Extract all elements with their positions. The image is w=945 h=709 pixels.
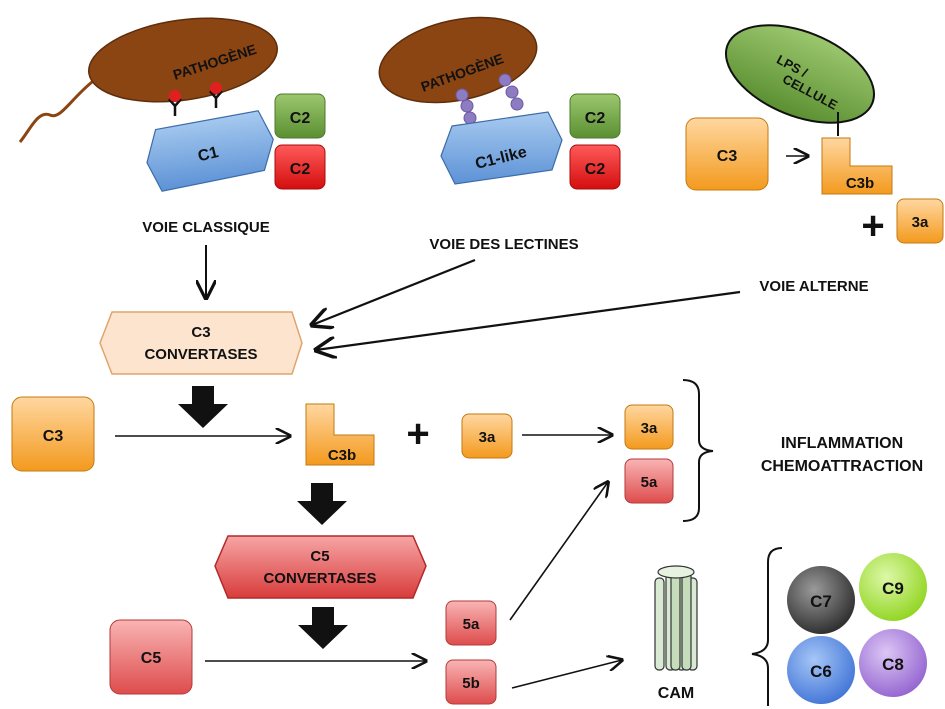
c3b-top-shape [821,137,893,195]
c2-red-label: C2 [290,161,311,178]
c5a-output-box [624,458,674,504]
c2-red-box [569,144,621,190]
c3a-top-box [896,198,944,244]
lectin-pathway-label: VOIE DES LECTINES [429,236,578,253]
big-down-arrow [178,386,228,428]
classical-pathway-group: PATHOGÈNE C1 C2 C2 [18,17,326,192]
c2-green-label: C2 [290,110,311,127]
c5-box [109,619,193,695]
lectin-to-convertase-arrow [312,258,476,325]
plus-sign: + [406,412,429,456]
c2-red-box [274,144,326,190]
lps-cell-shape [724,24,876,124]
big-down-arrow [297,483,347,525]
c3-convertase-label-line1: C3 [191,324,210,341]
c3a-output-label: 3a [641,420,658,437]
c1-label: C1 [196,144,220,165]
c1-shape [146,110,274,192]
c5b-box [445,659,497,705]
mac-label: CAM [658,685,694,702]
c9-label: C9 [882,579,904,598]
c8-ball [859,629,927,697]
classical-pathway-label: VOIE CLASSIQUE [142,219,270,236]
alternative-pathway-label: VOIE ALTERNE [759,278,868,295]
plus-top-sign: + [861,204,884,248]
c5-convertase-label-line1: C5 [310,548,329,565]
c2-green-box [569,93,621,139]
c9-ball [859,553,927,621]
c5-convertase-label-line2: CONVERTASES [263,570,376,587]
c3a-output-box [624,404,674,450]
c5a-label: 5a [463,616,480,633]
c5b-label: 5b [462,675,480,692]
c2-green-label: C2 [585,110,606,127]
antibody-icon [168,90,223,116]
c3-convertase-shape [99,311,303,375]
c3-label: C3 [43,428,64,445]
antigen-dot [169,90,181,102]
c7-ball [787,566,855,634]
c3a-label: 3a [479,429,496,446]
c3a-top-label: 3a [912,214,929,231]
c3b-label: C3b [328,447,356,464]
c3-convertase-label-line2: CONVERTASES [144,346,257,363]
lectin-pathway-group: PATHOGÈNE C1-like C2 C2 [378,16,621,190]
c5b-to-mac-arrow [511,660,622,689]
antigen-dot [210,82,222,94]
c1-like-shape [440,111,563,185]
pathogen-flagellum [18,80,93,143]
c6-ball [787,636,855,704]
c2-red-label: C2 [585,161,606,178]
c3-box [11,396,95,472]
c5a-box [445,600,497,646]
c3-top-box [685,117,769,191]
c7-label: C7 [810,592,832,611]
c5a-output-label: 5a [641,474,658,491]
inflammation-label: INFLAMMATION [781,435,903,452]
c8-label: C8 [882,655,904,674]
c3-top-label: C3 [717,148,738,165]
c5-convertase-shape [214,535,427,599]
chemoattraction-label: CHEMOATTRACTION [761,458,923,475]
alternative-to-convertase-arrow [316,290,741,350]
c3b-top-label: C3b [846,175,874,192]
c3a-box [461,413,513,459]
lectin-bead-chain [455,73,524,125]
alternative-pathway-group: LPS / CELLULE C3 C3b + 3a [685,24,944,248]
big-down-arrow [298,607,348,649]
inflammation-bracket [682,379,714,522]
c2-green-box [274,93,326,139]
mac-pore-icon [654,565,698,671]
c5a-to-inflammation-arrow [509,482,608,621]
terminal-components-bracket [751,547,783,706]
c5-label: C5 [141,650,162,667]
c3b-shape [305,403,375,466]
pathogen-classical-shape [88,17,278,103]
c6-label: C6 [810,662,832,681]
